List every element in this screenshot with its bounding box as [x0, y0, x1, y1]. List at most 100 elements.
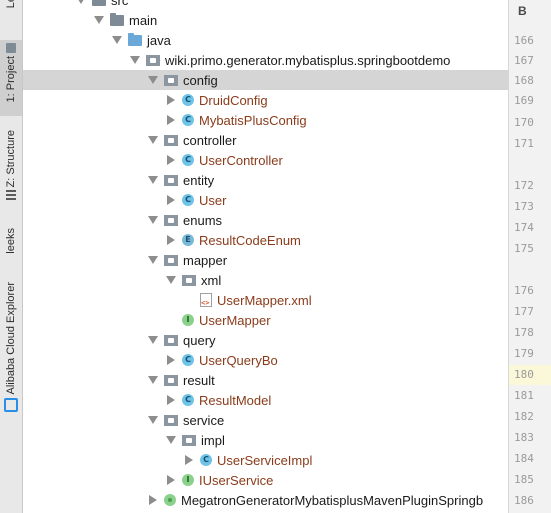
class-icon: C — [182, 154, 194, 166]
expand-arrow-icon[interactable] — [148, 336, 158, 344]
tree-item-mapper[interactable]: mapper — [23, 250, 508, 270]
spring-app-icon — [164, 494, 176, 506]
collapse-arrow-icon[interactable] — [149, 495, 157, 505]
expand-arrow-icon[interactable] — [148, 76, 158, 84]
line-number: 171 — [514, 137, 534, 150]
expand-arrow-icon[interactable] — [94, 16, 104, 24]
line-number: 179 — [514, 347, 534, 360]
class-icon: C — [182, 94, 194, 106]
tree-item-src[interactable]: src — [23, 0, 508, 10]
class-icon: C — [182, 394, 194, 406]
tree-item-label: controller — [183, 132, 237, 148]
tool-tab-label: Alibaba Cloud Explorer — [5, 282, 17, 395]
tree-item-label: config — [183, 72, 218, 88]
tree-item-wiki-primo-generator-mybatisplus-springbootdemo[interactable]: wiki.primo.generator.mybatisplus.springb… — [23, 50, 508, 70]
tool-tab-1-project[interactable]: 1: Project — [0, 40, 22, 116]
expand-arrow-icon[interactable] — [148, 136, 158, 144]
expand-arrow-icon[interactable] — [148, 376, 158, 384]
tree-item-label: DruidConfig — [199, 92, 268, 108]
tree-item-impl[interactable]: impl — [23, 430, 508, 450]
tree-item-label: result — [183, 372, 215, 388]
expand-arrow-icon[interactable] — [166, 436, 176, 444]
interface-icon: I — [182, 474, 194, 486]
package-icon — [146, 54, 160, 66]
tree-item-label: mapper — [183, 252, 228, 268]
tree-item-megatrongeneratormybatisplusmavenpluginspringb[interactable]: MegatronGeneratorMybatisplusMavenPluginS… — [23, 490, 508, 510]
tree-item-label: ResultModel — [199, 392, 272, 408]
enum-icon: E — [182, 234, 194, 246]
collapse-arrow-icon[interactable] — [167, 355, 175, 365]
tree-item-user[interactable]: C User — [23, 190, 508, 210]
tree-item-label: enums — [183, 212, 223, 228]
collapse-arrow-icon[interactable] — [167, 95, 175, 105]
tree-item-config[interactable]: config — [23, 70, 508, 90]
line-number: 176 — [514, 284, 534, 297]
package-icon — [164, 134, 178, 146]
tool-tab-alibaba-cloud-explorer[interactable]: Alibaba Cloud Explorer — [0, 282, 22, 428]
line-number: 186 — [514, 494, 534, 507]
expand-arrow-icon[interactable] — [166, 276, 176, 284]
collapse-arrow-icon[interactable] — [167, 155, 175, 165]
class-icon: C — [182, 194, 194, 206]
tree-item-druidconfig[interactable]: C DruidConfig — [23, 90, 508, 110]
collapse-arrow-icon[interactable] — [167, 395, 175, 405]
tree-item-usermapper[interactable]: I UserMapper — [23, 310, 508, 330]
line-number: 185 — [514, 473, 534, 486]
expand-arrow-icon[interactable] — [112, 36, 122, 44]
expand-arrow-icon[interactable] — [130, 56, 140, 64]
tree-item-main[interactable]: main — [23, 10, 508, 30]
package-icon — [182, 434, 196, 446]
interface-icon: I — [182, 314, 194, 326]
tree-item-query[interactable]: query — [23, 330, 508, 350]
expand-arrow-icon[interactable] — [148, 216, 158, 224]
line-number: 166 — [514, 34, 534, 47]
tree-item-label: MegatronGeneratorMybatisplusMavenPluginS… — [181, 492, 484, 508]
tree-item-controller[interactable]: controller — [23, 130, 508, 150]
folder-icon — [92, 0, 106, 6]
tree-item-service[interactable]: service — [23, 410, 508, 430]
tree-item-label: wiki.primo.generator.mybatisplus.springb… — [165, 52, 451, 68]
collapse-arrow-icon[interactable] — [167, 475, 175, 485]
alibaba-cloud-icon — [4, 397, 18, 412]
package-icon — [164, 254, 178, 266]
expand-arrow-icon[interactable] — [148, 256, 158, 264]
tree-item-java[interactable]: java — [23, 30, 508, 50]
tree-item-usermapper-xml[interactable]: UserMapper.xml — [23, 290, 508, 310]
expand-arrow-icon[interactable] — [76, 0, 86, 4]
tool-tab-label: Le — [5, 0, 17, 9]
line-number: 181 — [514, 389, 534, 402]
line-number: 175 — [514, 242, 534, 255]
expand-arrow-icon[interactable] — [148, 176, 158, 184]
line-number: 170 — [514, 116, 534, 129]
tree-item-label: service — [183, 412, 225, 428]
tree-item-entity[interactable]: entity — [23, 170, 508, 190]
tool-tab-z-structure[interactable]: Z: Structure — [0, 130, 22, 216]
expand-arrow-icon[interactable] — [148, 416, 158, 424]
line-number: 168 — [514, 74, 534, 87]
tool-tab-leeks[interactable]: leeks — [0, 228, 22, 268]
tree-item-result[interactable]: result — [23, 370, 508, 390]
tree-item-label: UserController — [199, 152, 283, 168]
tree-item-xml[interactable]: xml — [23, 270, 508, 290]
tool-tab-le[interactable]: Le — [0, 0, 22, 30]
tree-item-label: UserMapper — [199, 312, 271, 328]
tree-item-resultmodel[interactable]: C ResultModel — [23, 390, 508, 410]
collapse-arrow-icon[interactable] — [185, 455, 193, 465]
collapse-arrow-icon[interactable] — [167, 115, 175, 125]
collapse-arrow-icon[interactable] — [167, 195, 175, 205]
tree-item-enums[interactable]: enums — [23, 210, 508, 230]
gutter-header: B — [518, 4, 527, 18]
structure-icon — [6, 190, 16, 201]
collapse-arrow-icon[interactable] — [167, 235, 175, 245]
tree-item-label: User — [199, 192, 227, 208]
line-number: 173 — [514, 200, 534, 213]
tree-item-label: UserMapper.xml — [217, 292, 312, 308]
tool-tab-label: 1: Project — [5, 56, 17, 103]
tree-item-usercontroller[interactable]: C UserController — [23, 150, 508, 170]
